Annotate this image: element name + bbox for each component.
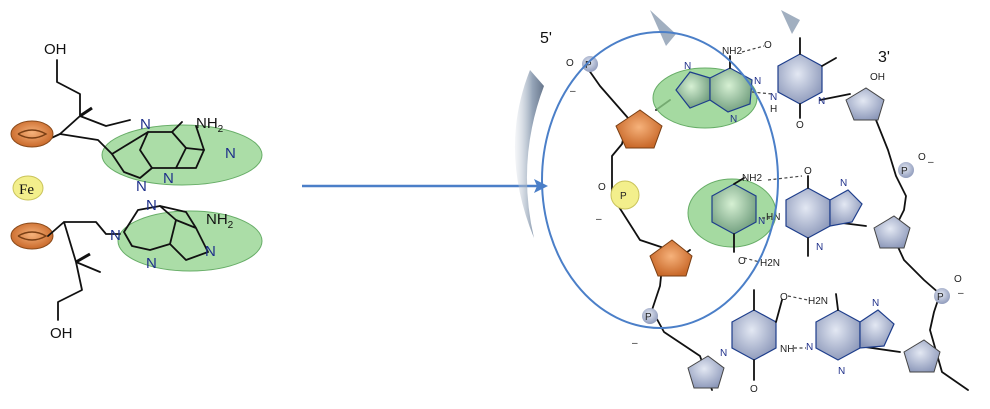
o-label: O — [764, 40, 772, 51]
guanine-middle: O HN H2N N N — [760, 166, 863, 269]
n-label: N — [816, 242, 823, 253]
o-label: O — [954, 274, 962, 285]
h2n-label: H2N — [808, 296, 828, 307]
phosphate-bottom — [642, 308, 658, 324]
thymine-bottom: O O N NH — [720, 289, 794, 395]
o-label: O — [566, 58, 574, 69]
sugar-bottom — [687, 355, 725, 389]
n-label: N — [770, 92, 777, 103]
phosphate-yellow — [610, 180, 640, 210]
h-bond — [787, 295, 809, 301]
cp-ring-top — [10, 120, 54, 148]
n-label: N — [146, 197, 157, 214]
oh-top-label: OH — [44, 41, 67, 58]
h-bond — [743, 257, 761, 263]
nh2-label: NH2 — [722, 46, 742, 57]
svg-text:–: – — [958, 288, 964, 299]
svg-text:–: – — [596, 214, 602, 225]
o-label: O — [780, 292, 788, 303]
n-label: N — [754, 76, 761, 87]
five-prime-label: 5' — [540, 30, 552, 47]
p-label: P — [585, 60, 592, 71]
thymine-top: O O N N H OH — [764, 37, 885, 131]
o-label: O — [738, 256, 746, 267]
down-arrow-icon — [650, 10, 676, 46]
n-label: N — [140, 116, 151, 133]
o-label: O — [750, 384, 758, 395]
n-label: N — [684, 61, 691, 72]
sugar-right-3 — [903, 339, 941, 373]
h-label: H — [770, 104, 777, 115]
n-label: N — [758, 216, 765, 227]
n-label: N — [720, 348, 727, 359]
nh2-top-label: NH2 — [196, 115, 224, 135]
o-label: O — [918, 152, 926, 163]
nh-label: NH — [780, 344, 794, 355]
o-label: O — [598, 182, 606, 193]
sugar-orange-top — [615, 109, 663, 149]
oh-label: OH — [870, 72, 885, 83]
n-label: N — [872, 298, 879, 309]
bottom-hydroxy-chain: OH — [47, 221, 121, 342]
n-label: N — [806, 342, 813, 353]
h-bond — [767, 175, 803, 181]
three-prime-label: 3' — [878, 49, 890, 66]
n-label: N — [110, 227, 121, 244]
highlight-circle — [541, 31, 779, 329]
cp-ring-bottom — [10, 222, 54, 250]
h-bond — [751, 91, 773, 95]
o-label: O — [796, 120, 804, 131]
phosphate-top — [582, 56, 598, 72]
n-label: N — [818, 96, 825, 107]
top-hydroxy-chain: OH — [44, 41, 131, 155]
svg-text:–: – — [928, 157, 934, 168]
sugar-right-1 — [845, 87, 885, 121]
cytosine-dna-left: NH2 N O — [711, 173, 765, 267]
adenine-bottom: N N N N NH2 — [110, 197, 234, 272]
p-label: P — [901, 166, 908, 177]
n-label: N — [730, 114, 737, 125]
dna-strand: 5' 3' P P P P P O O O O – – – – – — [514, 10, 969, 395]
p-label: P — [937, 292, 944, 303]
svg-text:–: – — [632, 338, 638, 349]
h-bond — [741, 45, 765, 53]
o-label: O — [804, 166, 812, 177]
phosphate-right-2 — [934, 288, 950, 304]
p-label: P — [645, 312, 652, 323]
n-label: N — [838, 366, 845, 377]
sugar-orange-bottom — [649, 239, 693, 277]
phosphate-right-1 — [898, 162, 914, 178]
n-label: N — [136, 178, 147, 195]
left-molecule: OH N N N N NH2 Fe OH — [10, 41, 263, 342]
n-label: N — [205, 243, 216, 260]
n-label: N — [163, 170, 174, 187]
reaction-arrow — [302, 179, 548, 193]
fe-label: Fe — [19, 182, 34, 198]
svg-text:–: – — [570, 86, 576, 97]
adenine-bottom-right: H2N N N N — [806, 293, 895, 377]
adenine-highlight-bottom — [117, 210, 263, 272]
h2n-label: H2N — [760, 258, 780, 269]
fe-atom — [12, 175, 44, 201]
sugar-right-2 — [873, 215, 911, 249]
n-label: N — [146, 255, 157, 272]
arrow-head-icon — [534, 179, 548, 193]
n-label: N — [840, 178, 847, 189]
p-label: P — [620, 191, 627, 202]
n-label: N — [225, 145, 236, 162]
nh2-label: NH2 — [742, 173, 762, 184]
down-arrow-icon — [781, 10, 800, 34]
rotation-arrow-icon — [514, 70, 544, 238]
nh2-bottom-label: NH2 — [206, 211, 234, 231]
adenine-top: N N N N NH2 — [111, 115, 236, 195]
oh-bottom-label: OH — [50, 325, 73, 342]
